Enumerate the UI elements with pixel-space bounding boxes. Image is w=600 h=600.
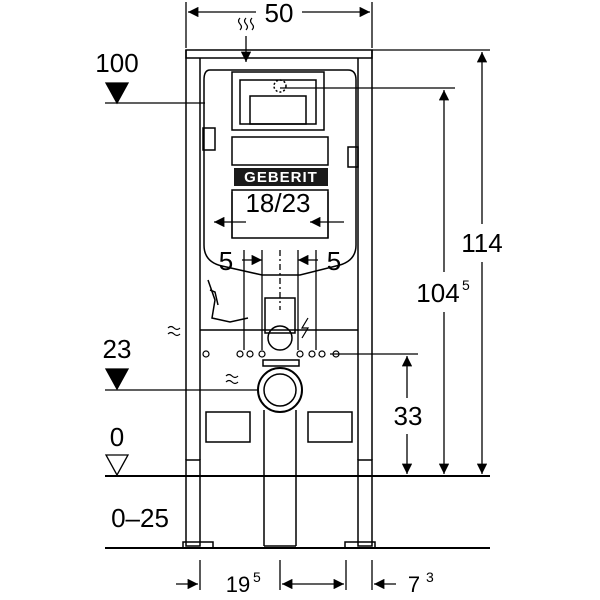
rail-hole <box>308 350 316 358</box>
height-114-label: 114 <box>461 228 502 258</box>
dimension-lines <box>105 2 490 590</box>
flush-pipe-connector <box>264 297 296 334</box>
height-33-label: 33 <box>394 401 423 431</box>
rail-hole <box>246 350 254 358</box>
cistern-body <box>203 69 357 276</box>
flush-water-symbol <box>237 17 255 31</box>
actuator-pin <box>273 79 287 93</box>
electric-symbol <box>300 317 310 339</box>
level-23-triangle <box>104 368 130 391</box>
floor-lines <box>105 475 490 549</box>
right-bracket <box>307 411 353 443</box>
actuator-opening <box>231 71 325 131</box>
actuator-frame <box>239 79 317 125</box>
bottom-right-superscript: 3 <box>426 569 434 585</box>
geberit-logo: GEBERIT <box>234 168 328 186</box>
rail-hole <box>258 350 266 358</box>
level-100-triangle <box>104 82 130 105</box>
frame-top-rail <box>185 49 373 59</box>
level-23-label: 23 <box>103 334 132 364</box>
bottom-right-label: 7 <box>408 572 420 597</box>
right-foot <box>357 459 373 547</box>
left-foot-plate <box>182 541 214 549</box>
installation-frame <box>182 49 376 549</box>
logo-background <box>234 168 328 186</box>
bottom-left-label: 19 <box>226 572 250 597</box>
drain-water-symbol <box>225 373 239 385</box>
offset-left-label: 5 <box>219 246 233 276</box>
rail-holes <box>202 350 340 358</box>
rail-hole <box>236 350 244 358</box>
left-side-clip <box>202 127 216 151</box>
cistern-label-area <box>231 136 329 166</box>
level-100-label: 100 <box>95 48 138 78</box>
water-symbols <box>167 17 310 385</box>
height-104-label: 104 <box>416 278 459 308</box>
actuator-panel <box>249 95 307 125</box>
height-104-superscript: 5 <box>462 277 470 293</box>
plate-width-label: 18/23 <box>245 188 310 218</box>
right-foot-plate <box>344 541 376 549</box>
adjust-range-label: 0–25 <box>111 503 169 533</box>
supply-water-symbol <box>167 325 181 337</box>
flush-pipe-outlet <box>267 325 293 351</box>
level-0-label: 0 <box>110 422 124 452</box>
level-0-triangle <box>104 454 130 477</box>
offset-right-label: 5 <box>327 246 341 276</box>
level-markers <box>104 82 130 477</box>
left-bracket <box>205 411 251 443</box>
rail-hole <box>202 350 210 358</box>
water-supply-hose <box>207 279 249 323</box>
rail-hole <box>296 350 304 358</box>
rail-hole <box>318 350 326 358</box>
right-side-clip <box>347 146 359 168</box>
width-50-label: 50 <box>265 0 294 28</box>
flush-piping <box>207 279 303 547</box>
bottom-left-superscript: 5 <box>253 569 261 585</box>
drain-elbow-inner <box>263 373 297 407</box>
drain-flange <box>262 359 300 367</box>
valve-handle <box>209 289 219 306</box>
logo-text: GEBERIT <box>244 169 318 186</box>
left-foot <box>185 459 201 547</box>
